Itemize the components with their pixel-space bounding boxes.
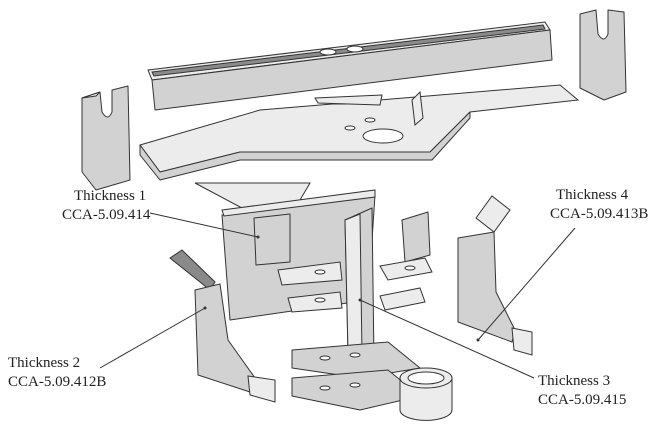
thickness-label: Thickness 4	[556, 187, 629, 203]
bottom-plates-and-tube	[291, 341, 453, 421]
top-rail	[147, 21, 553, 111]
left-clevis-bracket	[81, 85, 131, 191]
label-thickness-3: Thickness 3 CCA-5.09.415	[538, 372, 626, 410]
part-number: CCA-5.09.413B	[550, 206, 649, 222]
part-number: CCA-5.09.412B	[8, 374, 107, 390]
thickness-label: Thickness 3	[538, 373, 611, 389]
label-thickness-4: Thickness 4 CCA-5.09.413B	[550, 186, 648, 224]
center-bracket-part-414	[194, 182, 376, 321]
right-leg-part-413B	[457, 195, 533, 356]
base-plate	[139, 84, 580, 181]
leader-line-thickness-3	[359, 299, 535, 379]
right-clevis-bracket	[579, 9, 627, 101]
left-leg-part-412B	[169, 249, 276, 403]
label-thickness-2: Thickness 2 CCA-5.09.412B	[8, 354, 106, 392]
part-number: CCA-5.09.414	[62, 207, 151, 223]
leader-line-thickness-4	[477, 227, 576, 341]
label-thickness-1: Thickness 1 CCA-5.09.414	[62, 187, 150, 225]
vertical-bar-part-415	[344, 207, 375, 363]
leader-line-thickness-1	[149, 212, 259, 238]
thickness-label: Thickness 1	[74, 188, 147, 204]
small-clips	[379, 211, 433, 311]
part-number: CCA-5.09.415	[538, 392, 627, 408]
thickness-label: Thickness 2	[8, 355, 81, 371]
leader-line-thickness-2	[99, 307, 206, 369]
